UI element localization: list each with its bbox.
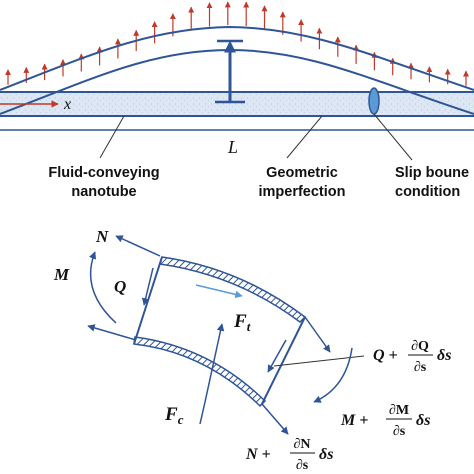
N-plus-arrow-bottom [261, 403, 289, 435]
Ft-label: Ft [233, 311, 251, 334]
svg-text:∂s: ∂s [414, 360, 427, 375]
svg-text:∂Q: ∂Q [411, 339, 429, 354]
nanotube-leader [99, 115, 125, 159]
svg-text:∂s: ∂s [393, 424, 406, 439]
nanotube-label-line1: Fluid-conveying [48, 165, 159, 181]
Fc-arrow-lower-stub [199, 401, 206, 425]
N-arrow-lower [87, 324, 137, 341]
Q-arrow [141, 267, 154, 306]
slip-leader [373, 113, 413, 161]
element-bottom-wall [133, 336, 267, 408]
svg-text:M +: M + [340, 412, 368, 429]
svg-text:∂N: ∂N [293, 437, 310, 452]
svg-text:δs: δs [437, 347, 451, 364]
N-label: N [95, 227, 109, 246]
slip-label-line1: Slip boune [395, 165, 469, 181]
length-label: L [227, 137, 238, 157]
element-top-wall [159, 256, 307, 323]
element-left-face [133, 256, 163, 345]
N-arrow [115, 235, 161, 257]
imperfect-shape-top [0, 25, 474, 91]
nanotube-label-line2: nanotube [71, 184, 136, 200]
imperfection-leader [286, 115, 323, 159]
imperfection-label-line2: imperfection [258, 184, 345, 200]
N-plus-arrow-top [304, 316, 331, 353]
Ft-arrow [195, 284, 243, 299]
imperfection-label-line1: Geometric [266, 165, 338, 181]
distributed-load-arrows [5, 1, 469, 86]
M-plus-moment-arrow [313, 347, 353, 403]
Q-plus-arrow [267, 339, 287, 373]
svg-text:N +: N + [245, 446, 271, 463]
Q-label: Q [114, 277, 126, 296]
svg-text:δs: δs [416, 412, 430, 429]
svg-text:∂M: ∂M [389, 403, 409, 418]
element-right-face [261, 316, 306, 405]
M-label: M [53, 265, 70, 284]
svg-text:δs: δs [319, 446, 333, 463]
M-moment-arrow [89, 251, 117, 324]
Fc-arrow [204, 323, 225, 403]
N-plus-expression: N + ∂N ∂s δs [245, 437, 333, 473]
slip-boundary-ellipse [368, 87, 380, 115]
svg-text:Q +: Q + [373, 347, 398, 364]
nanotube-body [0, 92, 474, 116]
slip-label-line2: condition [395, 184, 460, 200]
svg-text:∂s: ∂s [296, 458, 309, 473]
x-axis-label: x [63, 96, 71, 113]
Fc-label: Fc [164, 404, 184, 427]
Q-plus-expression: Q + ∂Q ∂s δs [373, 339, 451, 375]
M-plus-expression: M + ∂M ∂s δs [340, 403, 430, 439]
Q-plus-leader [273, 355, 365, 367]
